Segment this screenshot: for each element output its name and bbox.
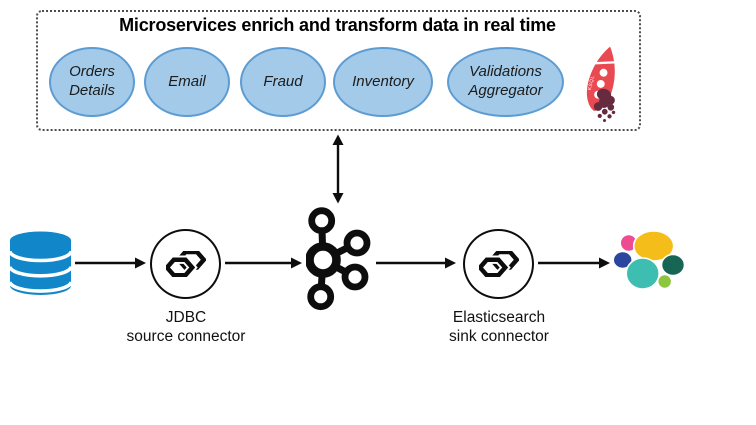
microservice-ellipse-email: Email xyxy=(144,47,230,117)
microservice-label: Fraud xyxy=(263,72,303,90)
microservice-label: Validations Aggregator xyxy=(468,63,543,99)
rocket-ksql-icon: KSQL xyxy=(587,46,619,122)
kafka-connect-hexagons-icon xyxy=(165,251,206,277)
microservice-label: Inventory xyxy=(352,72,414,90)
rocket-text: KSQL xyxy=(587,75,596,91)
es-label-line1: Elasticsearch xyxy=(452,309,546,326)
microservice-ellipse-fraud: Fraud xyxy=(240,47,326,117)
microservices-box-title: Microservices enrich and transform data … xyxy=(119,15,556,35)
jdbc-label-line2: source connector xyxy=(126,328,246,345)
kafka-connect-hexagons-icon xyxy=(478,251,519,277)
database-cylinder-icon xyxy=(8,231,73,296)
jdbc-source-connector-node xyxy=(150,229,221,299)
jdbc-connector-label: JDBC source connector xyxy=(86,308,286,346)
flow-arrow-kafka-to-es xyxy=(376,257,456,269)
kafka-logo-icon xyxy=(306,207,371,311)
microservice-label: Email xyxy=(168,72,206,90)
microservice-ellipse-orders-details: Orders Details xyxy=(49,47,135,117)
microservice-label: Orders Details xyxy=(69,63,115,99)
microservice-ellipse-inventory: Inventory xyxy=(333,47,433,117)
rocket-drips xyxy=(593,88,616,122)
double-headed-vertical-arrow xyxy=(332,134,344,204)
flow-arrow-es-to-elastic xyxy=(538,257,610,269)
jdbc-label-line1: JDBC xyxy=(165,309,207,326)
flow-arrow-db-to-jdbc xyxy=(75,257,146,269)
elasticsearch-sink-connector-node xyxy=(463,229,534,299)
es-label-line2: sink connector xyxy=(449,328,549,345)
flow-arrow-jdbc-to-kafka xyxy=(225,257,302,269)
elastic-logo-icon xyxy=(613,230,686,290)
elasticsearch-connector-label: Elasticsearch sink connector xyxy=(399,308,599,346)
microservice-ellipse-validations-aggregator: Validations Aggregator xyxy=(447,47,564,117)
